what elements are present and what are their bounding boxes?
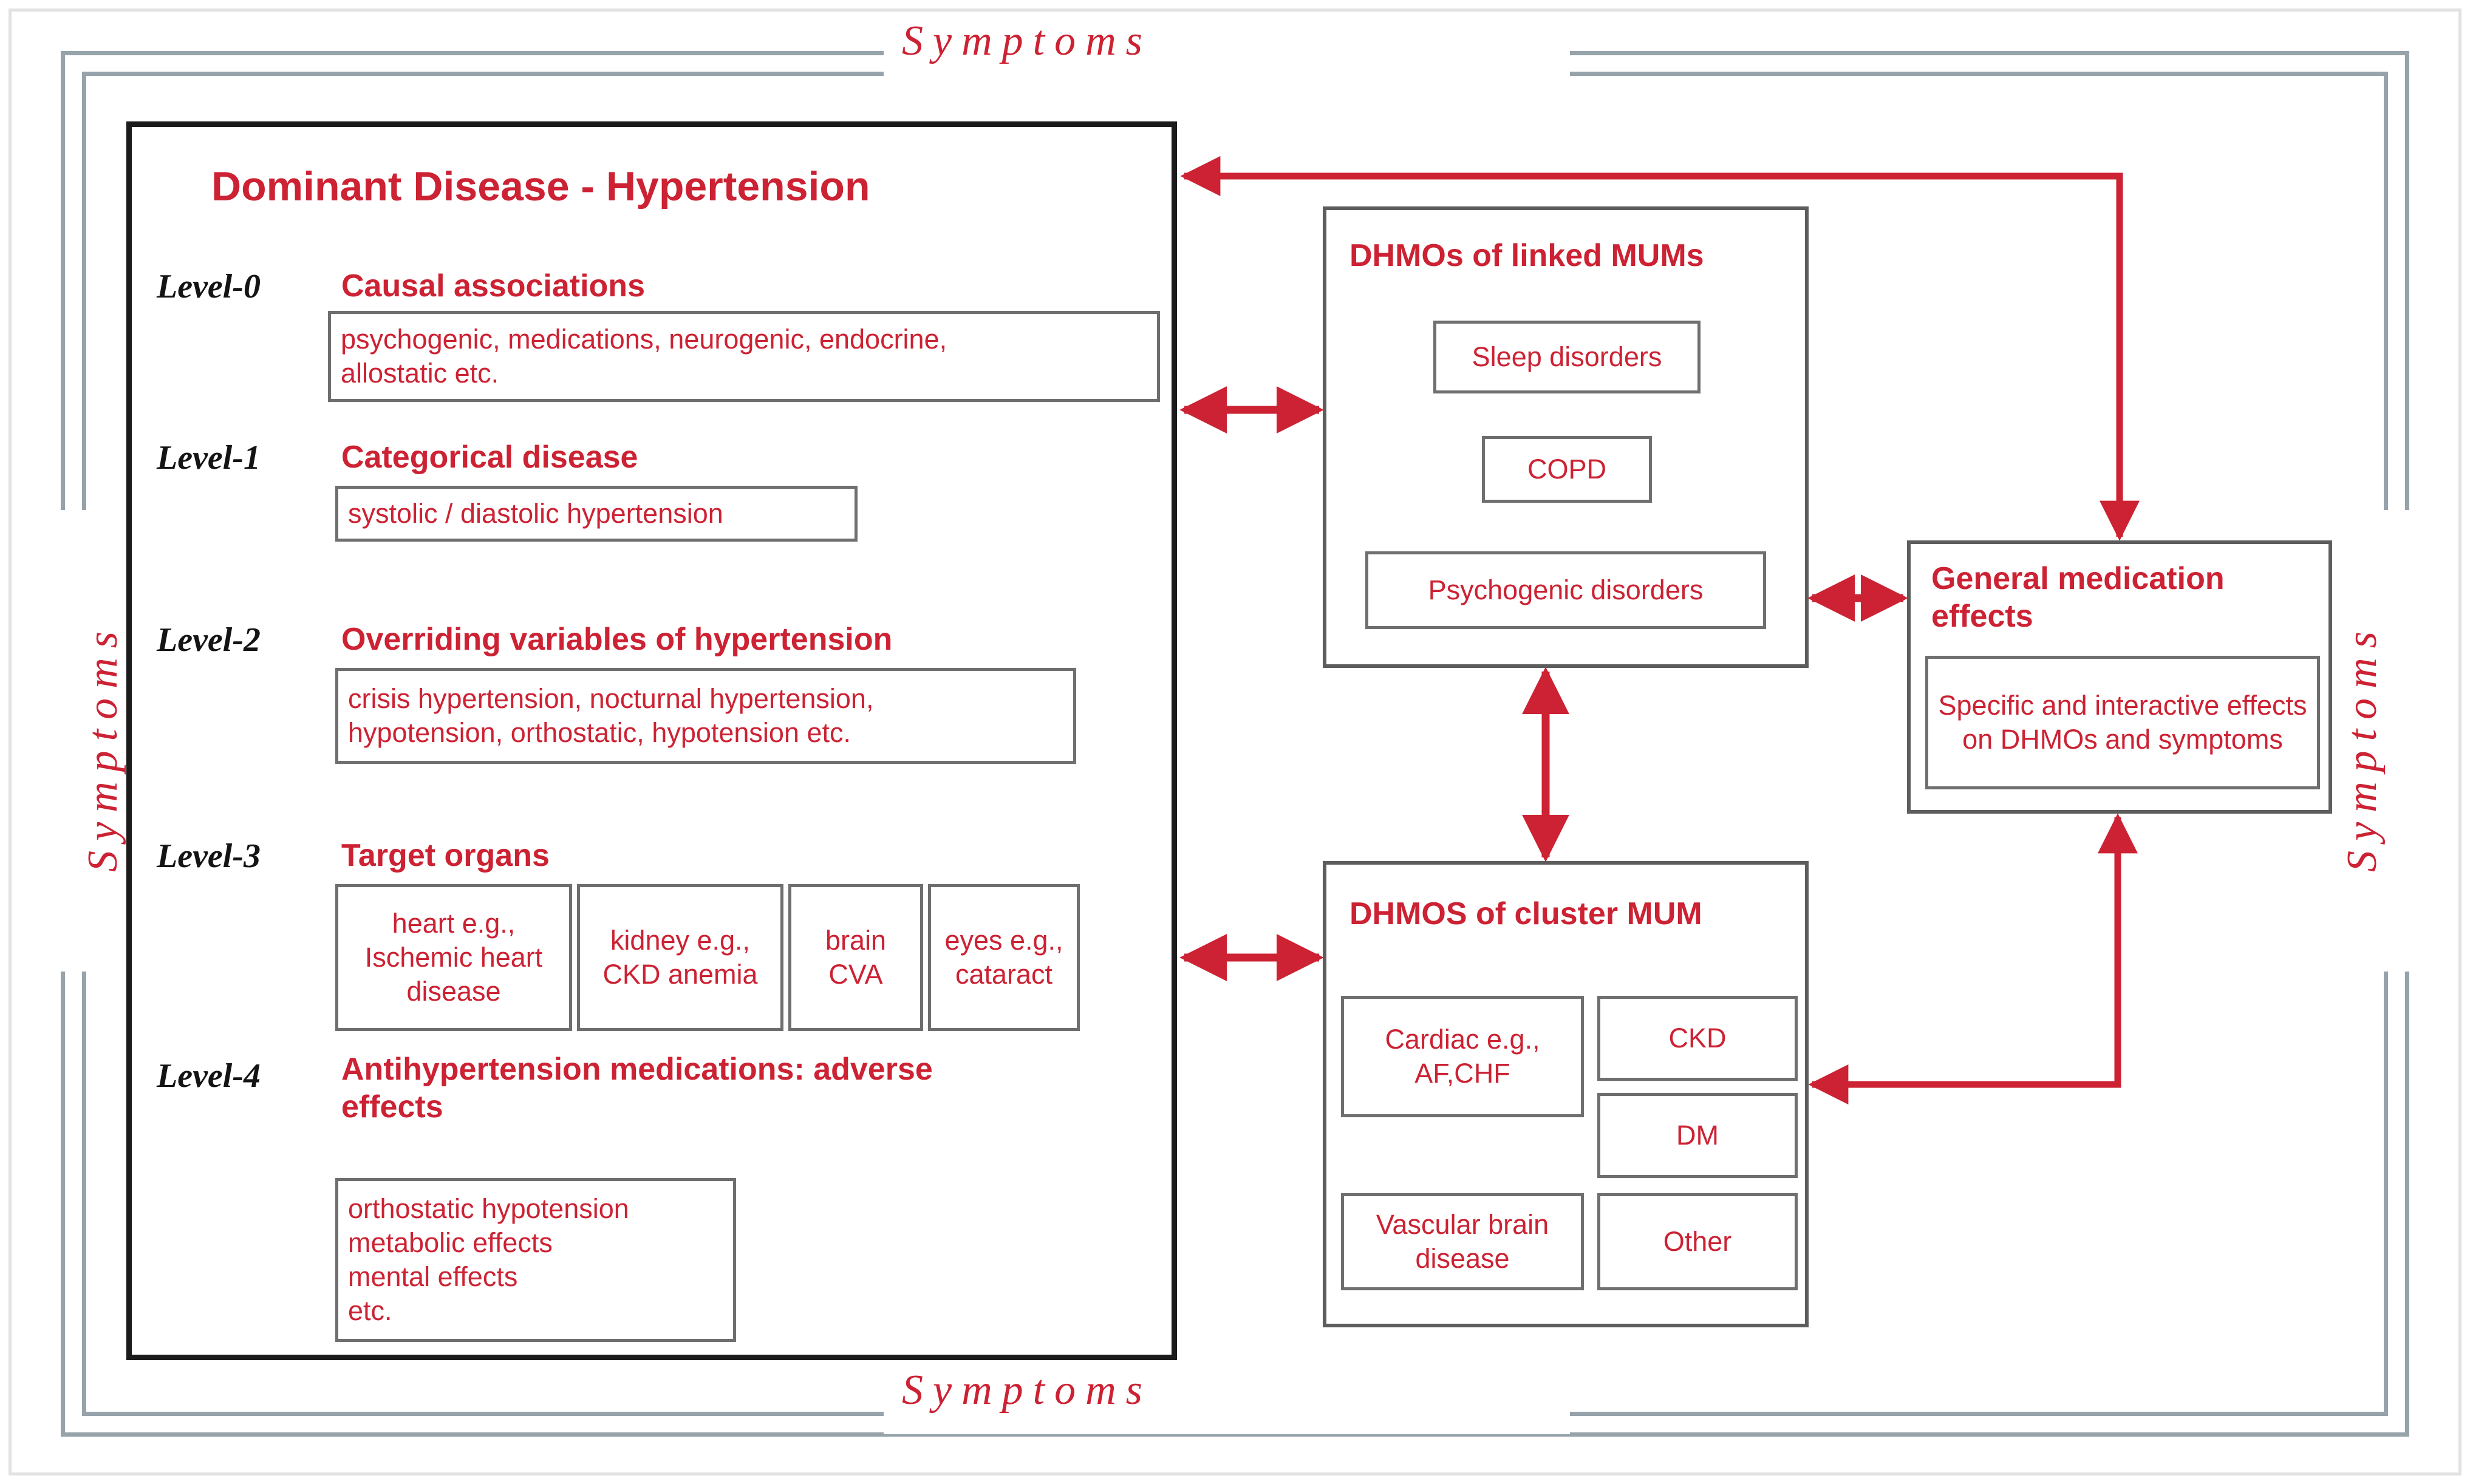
level-0-label: Level-0 [157,268,261,305]
frame-gap-bottom [884,1390,1570,1434]
level-4-content-line-2: metabolic effects [348,1227,553,1258]
level-4-content-line-1: orthostatic hypotension [348,1193,629,1224]
level-2-content-line-1: crisis hypertension, nocturnal hypertens… [348,682,874,714]
frame-gap-left [52,510,95,972]
level-0-content-line-2: allostatic etc. [341,358,499,389]
frame-gap-top [884,44,1570,86]
cluster-mum-other: Other [1597,1193,1798,1290]
cluster-mum-ckd: CKD [1597,996,1798,1081]
target-organ-kidney: kidney e.g., CKD anemia [577,884,783,1031]
cluster-mum-title: DHMOS of cluster MUM [1349,896,1702,931]
level-4-label: Level-4 [157,1057,261,1095]
cluster-mum-dm: DM [1597,1093,1798,1178]
general-medication-content: Specific and interactive effects on DHMO… [1925,656,2320,789]
level-1-heading: Categorical disease [341,440,638,475]
level-2-content-line-2: hypotension, orthostatic, hypotension et… [348,717,851,748]
level-2-label: Level-2 [157,621,261,659]
target-organ-brain: brain CVA [788,884,923,1031]
arrow-general-med-to-cluster-mum [1808,813,2138,1104]
level-1-content-line-1: systolic / diastolic hypertension [348,497,723,529]
target-organ-heart: heart e.g., Ischemic heart disease [335,884,572,1031]
level-0-heading: Causal associations [341,268,645,304]
level-4-content-box: orthostatic hypotension metabolic effect… [335,1178,736,1342]
level-1-label: Level-1 [157,439,261,477]
linked-mum-psychogenic-disorders: Psychogenic disorders [1365,551,1766,629]
page-border [9,9,2461,1475]
level-1-content-box: systolic / diastolic hypertension [335,486,858,542]
level-3-heading: Target organs [341,838,550,873]
level-4-content-line-3: mental effects [348,1261,518,1292]
arrow-general-med-to-main [1180,156,2140,541]
symptoms-label-bottom: Symptoms [902,1367,1152,1414]
level-0-content-line-1: psychogenic, medications, neurogenic, en… [341,323,947,355]
level-4-content-line-4: etc. [348,1295,392,1327]
level-2-content-box: crisis hypertension, nocturnal hypertens… [335,668,1076,764]
page-title: Dominant Disease - Hypertension [211,163,870,209]
frame-gap-right [2369,510,2414,972]
level-0-content-box: psychogenic, medications, neurogenic, en… [328,311,1160,402]
level-2-heading: Overriding variables of hypertension [341,622,893,657]
level-3-label: Level-3 [157,837,261,875]
symptoms-label-top: Symptoms [902,18,1152,64]
cluster-mum-vascular-brain: Vascular brain disease [1341,1193,1584,1290]
cluster-mum-cardiac: Cardiac e.g., AF,CHF [1341,996,1584,1117]
general-medication-title: General medication effects [1931,561,2225,635]
level-4-heading: Antihypertension medications: adverse ef… [341,1052,933,1125]
target-organ-eyes: eyes e.g., cataract [928,884,1080,1031]
